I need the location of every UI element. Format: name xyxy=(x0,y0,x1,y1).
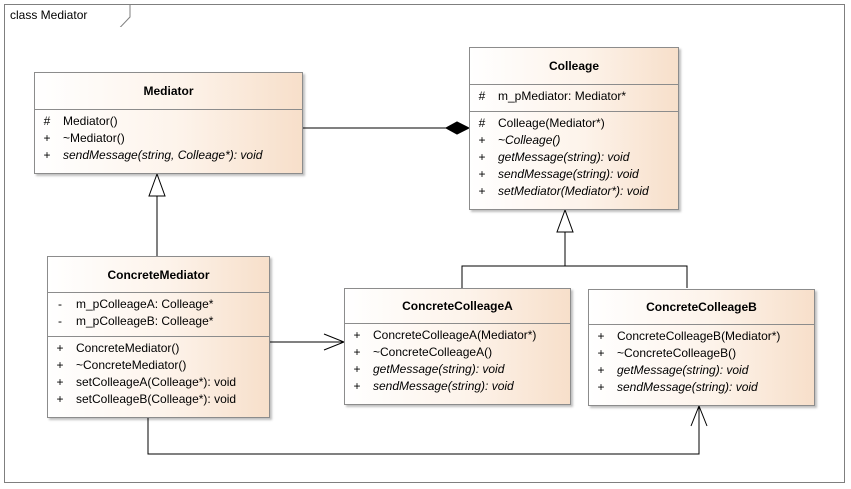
operation-row: + ConcreteColleageA(Mediator*) xyxy=(345,327,570,344)
visibility-marker: + xyxy=(478,184,486,198)
class-name: ConcreteMediator xyxy=(48,257,269,293)
operation-row: + sendMessage(string): void xyxy=(345,378,570,395)
attributes-section: -m_pColleageA: Colleage*-m_pColleageB: C… xyxy=(48,293,269,337)
member-signature: getMessage(string): void xyxy=(617,363,749,377)
visibility-marker: + xyxy=(43,148,51,162)
member-signature: m_pMediator: Mediator* xyxy=(498,89,627,103)
association-arrowhead-b xyxy=(690,404,708,427)
operations-section: # Mediator() + ~Mediator() + sendMessage(stri… xyxy=(35,110,302,164)
member-signature: getMessage(string): void xyxy=(373,362,505,376)
visibility-marker: + xyxy=(597,363,605,377)
member-signature: m_pColleageA: Colleage* xyxy=(76,297,214,311)
operations-section: # Colleage(Mediator*) + ~Colleage() + getMess… xyxy=(470,112,678,200)
visibility-marker: # xyxy=(43,114,51,128)
operation-row: + sendMessage(string, Colleage*): void xyxy=(35,147,302,164)
member-signature: sendMessage(string): void xyxy=(498,167,639,181)
visibility-marker: + xyxy=(597,380,605,394)
member-signature: ~Colleage() xyxy=(498,133,561,147)
operation-row: + getMessage(string): void xyxy=(345,361,570,378)
attribute-row: -m_pColleageA: Colleage* xyxy=(48,296,269,313)
operation-row: + getMessage(string): void xyxy=(589,362,814,379)
operation-row: + sendMessage(string): void xyxy=(470,166,678,183)
visibility-marker: + xyxy=(478,150,486,164)
operations-section: + ConcreteColleageB(Mediator*) + ~ConcreteC… xyxy=(589,325,814,396)
member-signature: setColleageB(Colleage*): void xyxy=(76,392,237,406)
member-signature: ~Mediator() xyxy=(63,131,125,145)
operation-row: + ConcreteMediator() xyxy=(48,340,269,357)
class-name: Colleage xyxy=(470,48,678,85)
visibility-marker: + xyxy=(597,346,605,360)
attribute-row: # m_pMediator: Mediator* xyxy=(470,88,678,105)
member-signature: getMessage(string): void xyxy=(498,150,630,164)
member-signature: m_pColleageB: Colleage* xyxy=(76,314,214,328)
class-colleage[interactable]: Colleage # m_pMediator: Mediator* # Collea… xyxy=(469,47,679,210)
operation-row: # Colleage(Mediator*) xyxy=(470,115,678,132)
generalization-arrowhead-colleage xyxy=(556,208,574,233)
visibility-marker: # xyxy=(478,116,486,130)
class-concrete-colleage-a[interactable]: ConcreteColleageA + ConcreteColleageA(Med… xyxy=(344,288,571,405)
operation-row: + ~ConcreteMediator() xyxy=(48,357,269,374)
composition-diamond xyxy=(444,121,471,135)
visibility-marker: + xyxy=(56,392,64,406)
generalization-arrowhead-mediator xyxy=(148,172,166,197)
operation-row: + ~Mediator() xyxy=(35,130,302,147)
visibility-marker: + xyxy=(597,329,605,343)
visibility-marker: + xyxy=(353,345,361,359)
operation-row: + setColleageB(Colleage*): void xyxy=(48,391,269,408)
class-mediator[interactable]: Mediator # Mediator() + ~Mediator() + sendMes… xyxy=(34,72,303,174)
operation-row: + sendMessage(string): void xyxy=(589,379,814,396)
member-signature: Colleage(Mediator*) xyxy=(498,116,605,130)
member-signature: ConcreteMediator() xyxy=(76,341,180,355)
diagram-frame xyxy=(4,4,845,483)
member-signature: sendMessage(string): void xyxy=(617,380,758,394)
visibility-marker: + xyxy=(353,328,361,342)
visibility-marker: + xyxy=(353,362,361,376)
operation-row: + ~ConcreteColleageB() xyxy=(589,345,814,362)
class-concrete-colleage-b[interactable]: ConcreteColleageB + ConcreteColleageB(Med… xyxy=(588,289,815,406)
operation-row: + ~Colleage() xyxy=(470,132,678,149)
operation-row: + setColleageA(Colleage*): void xyxy=(48,374,269,391)
class-name: Mediator xyxy=(35,73,302,110)
visibility-marker: - xyxy=(58,314,62,328)
frame-title: class Mediator xyxy=(10,8,88,22)
operation-row: # Mediator() xyxy=(35,113,302,130)
visibility-marker: + xyxy=(353,379,361,393)
visibility-marker: + xyxy=(478,167,486,181)
generalization-line-colleage xyxy=(461,265,688,288)
association-line-b xyxy=(147,406,700,455)
visibility-marker: # xyxy=(478,89,486,103)
member-signature: ~ConcreteMediator() xyxy=(76,358,187,372)
visibility-marker: - xyxy=(58,297,62,311)
operation-row: + ~ConcreteColleageA() xyxy=(345,344,570,361)
visibility-marker: + xyxy=(478,133,486,147)
visibility-marker: + xyxy=(56,341,64,355)
operations-section: + ConcreteColleageA(Mediator*) + ~ConcreteC… xyxy=(345,324,570,395)
member-signature: ConcreteColleageB(Mediator*) xyxy=(617,329,781,343)
member-signature: ConcreteColleageA(Mediator*) xyxy=(373,328,537,342)
class-concrete-mediator[interactable]: ConcreteMediator -m_pColleageA: Colleage… xyxy=(47,256,270,418)
member-signature: setColleageA(Colleage*): void xyxy=(76,375,237,389)
visibility-marker: + xyxy=(43,131,51,145)
member-signature: setMediator(Mediator*): void xyxy=(498,184,649,198)
member-signature: ~ConcreteColleageB() xyxy=(617,346,737,360)
member-signature: sendMessage(string, Colleage*): void xyxy=(63,148,263,162)
attributes-section: # m_pMediator: Mediator* xyxy=(470,85,678,112)
attribute-row: -m_pColleageB: Colleage* xyxy=(48,313,269,330)
member-signature: Mediator() xyxy=(63,114,118,128)
member-signature: sendMessage(string): void xyxy=(373,379,514,393)
operation-row: + setMediator(Mediator*): void xyxy=(470,183,678,200)
visibility-marker: + xyxy=(56,375,64,389)
operation-row: + getMessage(string): void xyxy=(470,149,678,166)
operations-section: +ConcreteMediator()+~ConcreteMediator()+… xyxy=(48,337,269,408)
frame-tab xyxy=(4,4,131,27)
visibility-marker: + xyxy=(56,358,64,372)
operation-row: + ConcreteColleageB(Mediator*) xyxy=(589,328,814,345)
class-name: ConcreteColleageA xyxy=(345,289,570,324)
member-signature: ~ConcreteColleageA() xyxy=(373,345,493,359)
class-name: ConcreteColleageB xyxy=(589,290,814,325)
